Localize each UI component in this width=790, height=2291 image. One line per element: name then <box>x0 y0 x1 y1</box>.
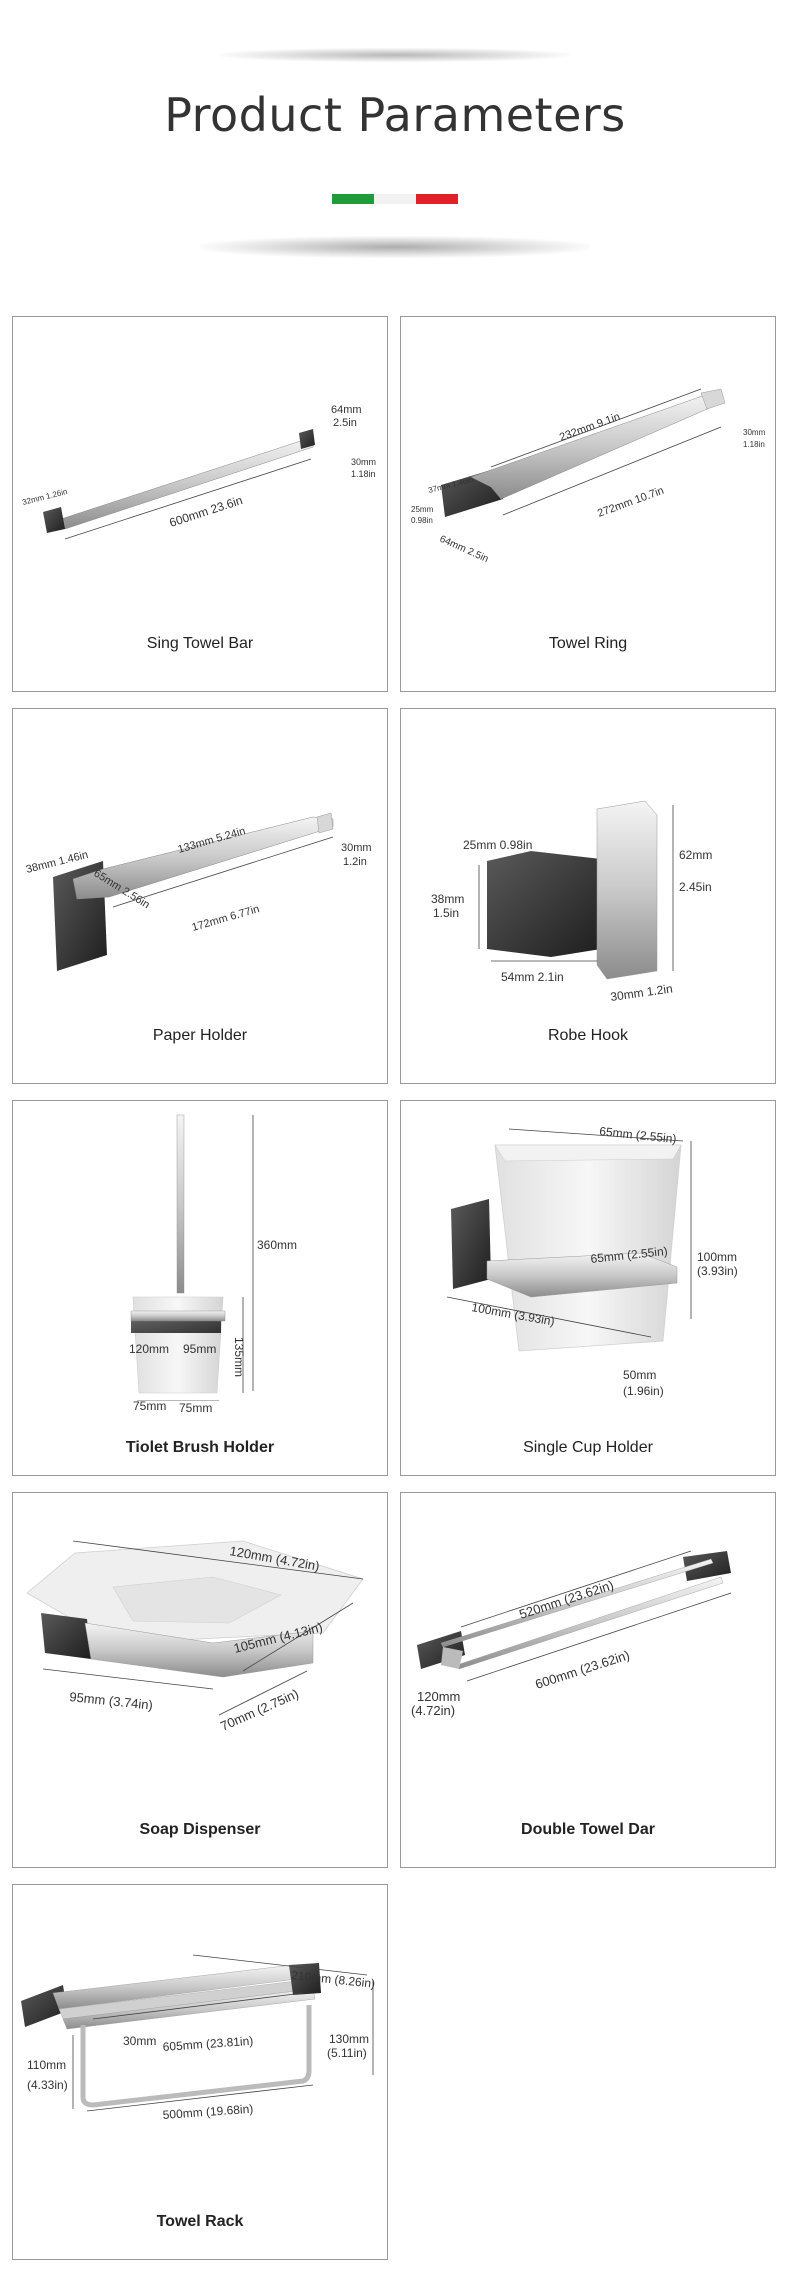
product-name: Soap Dispenser <box>139 1821 261 1838</box>
dim-height-in: (5.11in) <box>327 2046 367 2060</box>
dim-depth: 25mm 0.98in <box>463 838 532 852</box>
dim-height-in: 1.2in <box>343 856 367 868</box>
single-cup-holder-illustration: 65mm (2.55in) 65mm (2.55in) 100mm (3.93i… <box>446 1124 738 1398</box>
product-name: Robe Hook <box>547 1027 629 1044</box>
dim-depth-mm: 120mm <box>417 1689 460 1704</box>
dim-cup-height: 135mm <box>232 1337 246 1377</box>
soap-dispenser-illustration: 120mm (4.72in) 105mm (4.13in) 95mm (3.74… <box>26 1540 364 1734</box>
product-name: Double Towel Dar <box>521 1821 655 1838</box>
dim-depth: 32mm 1.26in <box>21 487 68 507</box>
product-card-robe-hook: 25mm 0.98in 62mm 2.45in 38mm 1.5in 54mm … <box>400 708 776 1084</box>
paper-holder-illustration: 38mm 1.46in 65mm 2.56in 133mm 5.24in 30m… <box>25 812 372 971</box>
dim-length: 172mm 6.77in <box>191 903 261 934</box>
header-bottom-shadow <box>200 236 590 258</box>
flag-green <box>332 194 374 204</box>
dim-width: 120mm <box>129 1342 169 1356</box>
header-top-shadow <box>220 48 570 62</box>
dim-cup-width: 95mm <box>183 1342 216 1356</box>
dim-bar-drop-mm: 110mm <box>27 2058 66 2072</box>
dim-depth-in: (4.72in) <box>411 1703 455 1718</box>
dim-height-mm: 30mm <box>351 457 376 467</box>
product-name: Towel Rack <box>156 2213 244 2230</box>
italian-flag-stripe <box>332 194 458 204</box>
dim-width: 54mm 2.1in <box>501 970 564 984</box>
dim-height-mm: 30mm <box>743 428 766 437</box>
dim-height-in: 2.45in <box>679 880 712 894</box>
dim-mount-in: 2.5in <box>333 417 357 429</box>
dim-inner: 520mm (23.62in) <box>517 1577 615 1622</box>
dim-length: 600mm 23.6in <box>168 493 245 530</box>
product-name: Tiolet Brush Holder <box>125 1439 275 1456</box>
dim-height-in: 1.18in <box>351 469 376 479</box>
product-card-sing-towel-bar: 600mm 23.6in 32mm 1.26in 64mm 2.5in 30mm… <box>12 316 388 692</box>
dim-mount-mm: 64mm <box>331 404 362 416</box>
product-card-single-cup-holder: 65mm (2.55in) 65mm (2.55in) 100mm (3.93i… <box>400 1100 776 1476</box>
page-header: Product Parameters <box>0 0 790 300</box>
product-card-paper-holder: 38mm 1.46in 65mm 2.56in 133mm 5.24in 30m… <box>12 708 388 1084</box>
dim-bar-length: 500mm (19.68in) <box>162 2102 253 2122</box>
dim-thick-mm: 25mm <box>411 505 434 514</box>
product-name: Paper Holder <box>152 1027 248 1044</box>
dim-height-mm: 130mm <box>329 2032 369 2046</box>
dim-bar-drop-in: (4.33in) <box>27 2078 68 2092</box>
towel-ring-illustration: 232mm 9.1in 30mm 1.18in 37mm 1.46in 25mm… <box>411 388 766 565</box>
dim-cup-top: 65mm (2.55in) <box>599 1124 677 1146</box>
product-card-toilet-brush-holder: 360mm 120mm 95mm 135mm 75mm 75mm Tiolet … <box>12 1100 388 1476</box>
dim-height-mm: 62mm <box>679 848 712 862</box>
product-card-double-towel-bar: 520mm (23.62in) 600mm (23.62in) 120mm (4… <box>400 1492 776 1868</box>
dim-base-in: 50mm <box>623 1368 656 1382</box>
product-name: Towel Ring <box>548 635 628 652</box>
dim-thick-in: 0.98in <box>411 516 433 525</box>
page-title: Product Parameters <box>164 88 626 142</box>
product-card-towel-ring: 232mm 9.1in 30mm 1.18in 37mm 1.46in 25mm… <box>400 316 776 692</box>
robe-hook-illustration: 25mm 0.98in 62mm 2.45in 38mm 1.5in 54mm … <box>431 800 712 1004</box>
dim-hook-width: 30mm 1.2in <box>609 981 673 1004</box>
dim-height-in: 1.18in <box>743 440 765 449</box>
towel-rack-illustration: 210mm (8.26in) 30mm 605mm (23.81in) 130m… <box>21 1954 376 2122</box>
dim-mount: 64mm 2.5in <box>438 534 490 565</box>
dim-base-mm: (1.96in) <box>623 1384 664 1398</box>
dim-height-mm: 100mm <box>697 1250 737 1264</box>
dim-length: 605mm (23.81in) <box>162 2034 253 2054</box>
dim-base-depth: 70mm (2.75in) <box>218 1686 301 1734</box>
product-name: Single Cup Holder <box>523 1439 653 1456</box>
dim-base-left: 75mm <box>133 1399 167 1413</box>
product-card-towel-rack: 210mm (8.26in) 30mm 605mm (23.81in) 130m… <box>12 1884 388 2260</box>
sing-towel-bar-illustration: 600mm 23.6in 32mm 1.26in 64mm 2.5in 30mm… <box>21 404 376 540</box>
product-name: Sing Towel Bar <box>146 635 254 652</box>
flag-white <box>374 194 416 204</box>
dim-spacing: 30mm <box>123 2034 156 2048</box>
dim-outer-length: 272mm 10.7in <box>596 485 666 520</box>
dim-height-mm: 30mm <box>341 842 372 854</box>
dim-base-width: 95mm (3.74in) <box>69 1689 154 1713</box>
toilet-brush-holder-illustration: 360mm 120mm 95mm 135mm <box>129 1114 297 1401</box>
flag-red <box>416 194 458 204</box>
double-towel-bar-illustration: 520mm (23.62in) 600mm (23.62in) 120mm (4… <box>411 1550 732 1718</box>
dim-base-mm: 38mm <box>431 892 464 906</box>
dim-base-in: 1.5in <box>433 906 459 920</box>
dim-height-in: (3.93in) <box>697 1264 738 1278</box>
product-card-soap-dispenser: 120mm (4.72in) 105mm (4.13in) 95mm (3.74… <box>12 1492 388 1868</box>
dim-base-right: 75mm <box>179 1401 213 1415</box>
dim-total-height: 360mm <box>257 1238 297 1252</box>
